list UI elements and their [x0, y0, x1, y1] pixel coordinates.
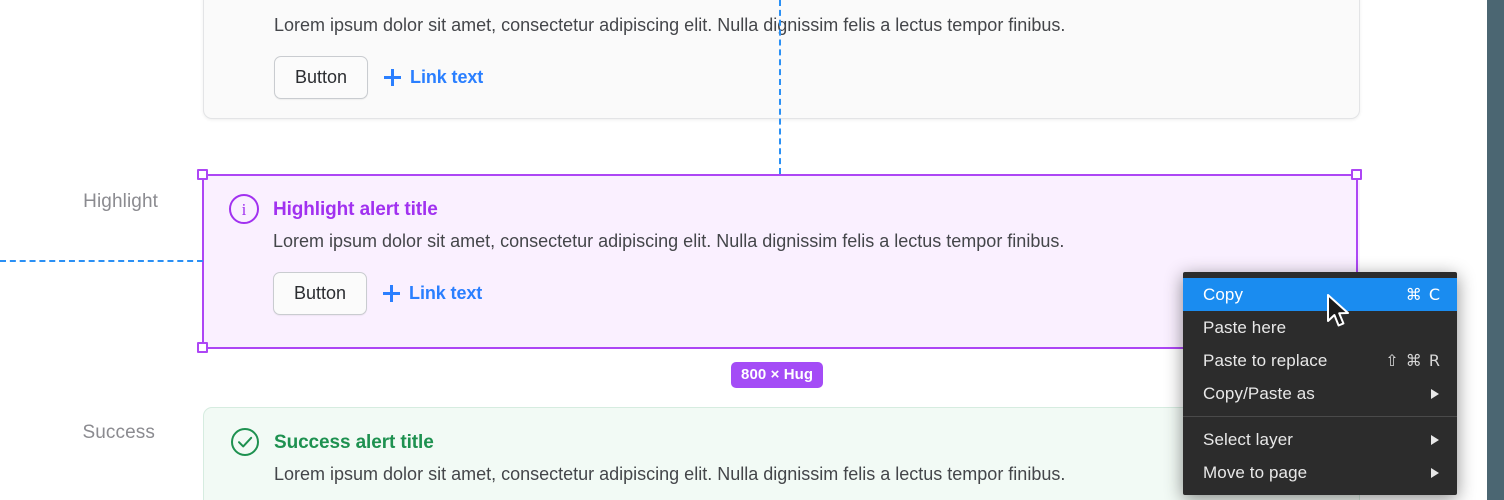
- context-menu-separator: [1183, 416, 1457, 417]
- alert-link[interactable]: Link text: [383, 283, 482, 304]
- alert-title: Success alert title: [274, 432, 434, 453]
- alert-button[interactable]: Button: [273, 272, 368, 315]
- context-menu-item-label: Paste to replace: [1203, 350, 1328, 370]
- guide-horizontal: [0, 260, 203, 262]
- context-menu-item-label: Copy: [1203, 284, 1244, 304]
- plus-icon: [384, 69, 402, 86]
- right-edge-panel: [1487, 0, 1504, 500]
- context-menu-item-paste-to-replace[interactable]: Paste to replace ⇧ ⌘ R: [1183, 344, 1457, 377]
- chevron-right-icon: [1431, 388, 1439, 399]
- context-menu-item-label: Select layer: [1203, 429, 1294, 449]
- context-menu-item-copy[interactable]: Copy ⌘ C: [1183, 278, 1457, 311]
- alert-description: Lorem ipsum dolor sit amet, consectetur …: [274, 15, 1066, 35]
- chevron-right-icon: [1431, 467, 1439, 478]
- alert-link[interactable]: Link text: [384, 67, 483, 88]
- info-circle-icon: i: [229, 194, 259, 224]
- chevron-right-icon: [1431, 434, 1439, 445]
- alert-link-label: Link text: [409, 283, 483, 303]
- row-label-success: Success: [82, 422, 155, 443]
- context-menu-item-shortcut: ⇧ ⌘ R: [1385, 351, 1441, 370]
- alert-link-label: Link text: [410, 67, 484, 87]
- context-menu-item-label: Copy/Paste as: [1203, 383, 1315, 403]
- context-menu-item-shortcut: ⌘ C: [1405, 285, 1441, 304]
- alert-title: Highlight alert title: [273, 199, 438, 220]
- check-circle-icon: [230, 427, 260, 457]
- context-menu-item-select-layer[interactable]: Select layer: [1183, 423, 1457, 456]
- context-menu-item-move-to-page[interactable]: Move to page: [1183, 456, 1457, 489]
- row-label-highlight: Highlight: [83, 191, 158, 212]
- guide-vertical: [779, 0, 781, 174]
- context-menu-item-copy-paste-as[interactable]: Copy/Paste as: [1183, 377, 1457, 410]
- alert-button[interactable]: Button: [274, 56, 369, 99]
- plus-icon: [383, 285, 401, 302]
- selection-handle-top-right[interactable]: [1351, 169, 1362, 180]
- alert-description: Lorem ipsum dolor sit amet, consectetur …: [273, 231, 1065, 251]
- context-menu-item-label: Paste here: [1203, 317, 1287, 337]
- context-menu-item-paste-here[interactable]: Paste here: [1183, 311, 1457, 344]
- selection-handle-bottom-left[interactable]: [197, 342, 208, 353]
- context-menu[interactable]: Copy ⌘ C Paste here Paste to replace ⇧ ⌘…: [1183, 272, 1457, 495]
- context-menu-item-label: Move to page: [1203, 462, 1308, 482]
- alert-description: Lorem ipsum dolor sit amet, consectetur …: [274, 464, 1066, 484]
- size-badge: 800 × Hug: [731, 362, 824, 388]
- selection-handle-top-left[interactable]: [197, 169, 208, 180]
- alert-card-highlight[interactable]: i Highlight alert title Lorem ipsum dolo…: [203, 175, 1360, 348]
- alert-card-info[interactable]: Lorem ipsum dolor sit amet, consectetur …: [203, 0, 1360, 119]
